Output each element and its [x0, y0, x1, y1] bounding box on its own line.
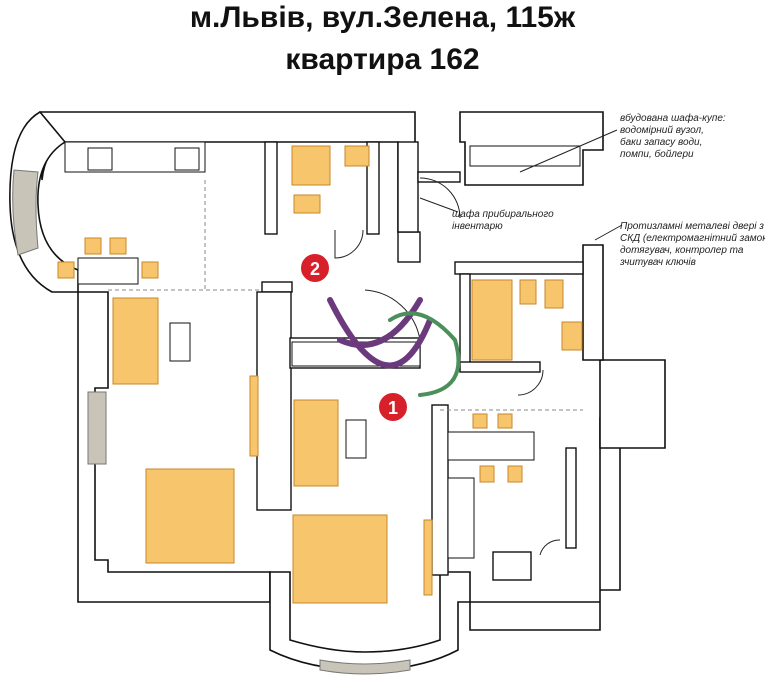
svg-text:інвентарю: інвентарю [452, 221, 503, 232]
marker-two: 2 [299, 252, 331, 284]
svg-text:дотягувач, контролер та: дотягувач, контролер та [620, 245, 744, 256]
chair-3 [57, 261, 75, 279]
kitchen-island [447, 431, 535, 461]
svg-text:СКД (електромагнітний замок,: СКД (електромагнітний замок, [620, 233, 765, 244]
stove [87, 147, 113, 171]
sofa-living [112, 297, 159, 385]
window-left [87, 391, 107, 465]
bed-1 [145, 468, 235, 564]
door-bathroom [334, 229, 364, 259]
bathtub [471, 279, 513, 361]
chair-7 [479, 465, 495, 483]
shower [291, 145, 331, 186]
company-logo [327, 297, 461, 397]
zone-lines [108, 180, 583, 411]
bidet [519, 279, 537, 305]
washbasin-1 [344, 145, 370, 167]
marker-two-label: 2 [310, 259, 320, 279]
tv-stand-2 [423, 519, 433, 596]
window-bottom [319, 659, 411, 675]
bed-2 [292, 514, 388, 604]
wall-kitchen2-right [565, 447, 577, 549]
wall-entry-left [397, 231, 421, 263]
sofa-bed2 [293, 399, 339, 487]
chair-4 [141, 261, 159, 279]
chair-1 [84, 237, 102, 255]
svg-text:баки запасу води,: баки запасу води, [620, 136, 702, 148]
door-wc [517, 369, 544, 396]
wall-hall [261, 281, 293, 293]
windows [12, 169, 411, 675]
svg-text:Протизламні металеві двері з: Протизламні металеві двері з [620, 221, 764, 232]
leader-lines [419, 129, 623, 241]
plan-title-apartment: квартира 162 [285, 43, 480, 76]
wall-left [77, 291, 271, 603]
dining-table-1 [77, 257, 139, 285]
coffee-table-1 [169, 322, 191, 362]
plan-title-address: м.Львів, вул.Зелена, 115ж [189, 1, 576, 34]
chair-6 [497, 413, 513, 429]
svg-text:водомірний вузол,: водомірний вузол, [620, 125, 704, 136]
wall-wc [454, 261, 584, 275]
door-entry [364, 289, 421, 341]
svg-text:шафа прибирального: шафа прибирального [452, 208, 554, 220]
door-closet [419, 177, 461, 219]
annotation-door: Протизламні металеві двері з СКД (електр… [619, 221, 765, 268]
tv-stand-1 [249, 375, 259, 457]
wall-balcony [492, 551, 532, 581]
toilet-1 [293, 194, 321, 214]
wall-bath-right [366, 141, 380, 235]
svg-text:помпи, бойлери: помпи, бойлери [620, 148, 694, 160]
wall-wc-left [459, 273, 471, 367]
svg-text:вбудована шафа-купе:: вбудована шафа-купе: [620, 112, 726, 124]
wall-closet-right [417, 171, 461, 183]
wall-center-v [431, 404, 449, 576]
chair-5 [472, 413, 488, 429]
wall-kitchen-bath [264, 141, 278, 235]
wall-right-upper [582, 244, 604, 361]
kitchen-counter-2 [447, 477, 475, 559]
chair-2 [109, 237, 127, 255]
wall-closet [397, 141, 419, 233]
window-left-bay [12, 169, 39, 256]
marker-one: 1 [377, 391, 409, 423]
wall-living-bed [256, 291, 292, 511]
coffee-table-2 [345, 419, 367, 459]
sink-top [174, 147, 200, 171]
doors [334, 177, 561, 556]
svg-text:зчитувач ключів: зчитувач ключів [619, 257, 696, 268]
washbasin-2 [561, 321, 583, 351]
chair-8 [507, 465, 523, 483]
marker-one-label: 1 [388, 398, 398, 418]
wardrobe [469, 145, 581, 167]
toilet-2 [544, 279, 564, 309]
furniture [57, 141, 583, 604]
wall-wc-bottom [459, 361, 541, 373]
door-balcony [539, 539, 561, 556]
wall-right [599, 359, 666, 449]
annotation-wardrobe: вбудована шафа-купе: водомірний вузол, б… [620, 112, 726, 160]
annotation-cleaning: шафа прибирального інвентарю [452, 208, 554, 232]
